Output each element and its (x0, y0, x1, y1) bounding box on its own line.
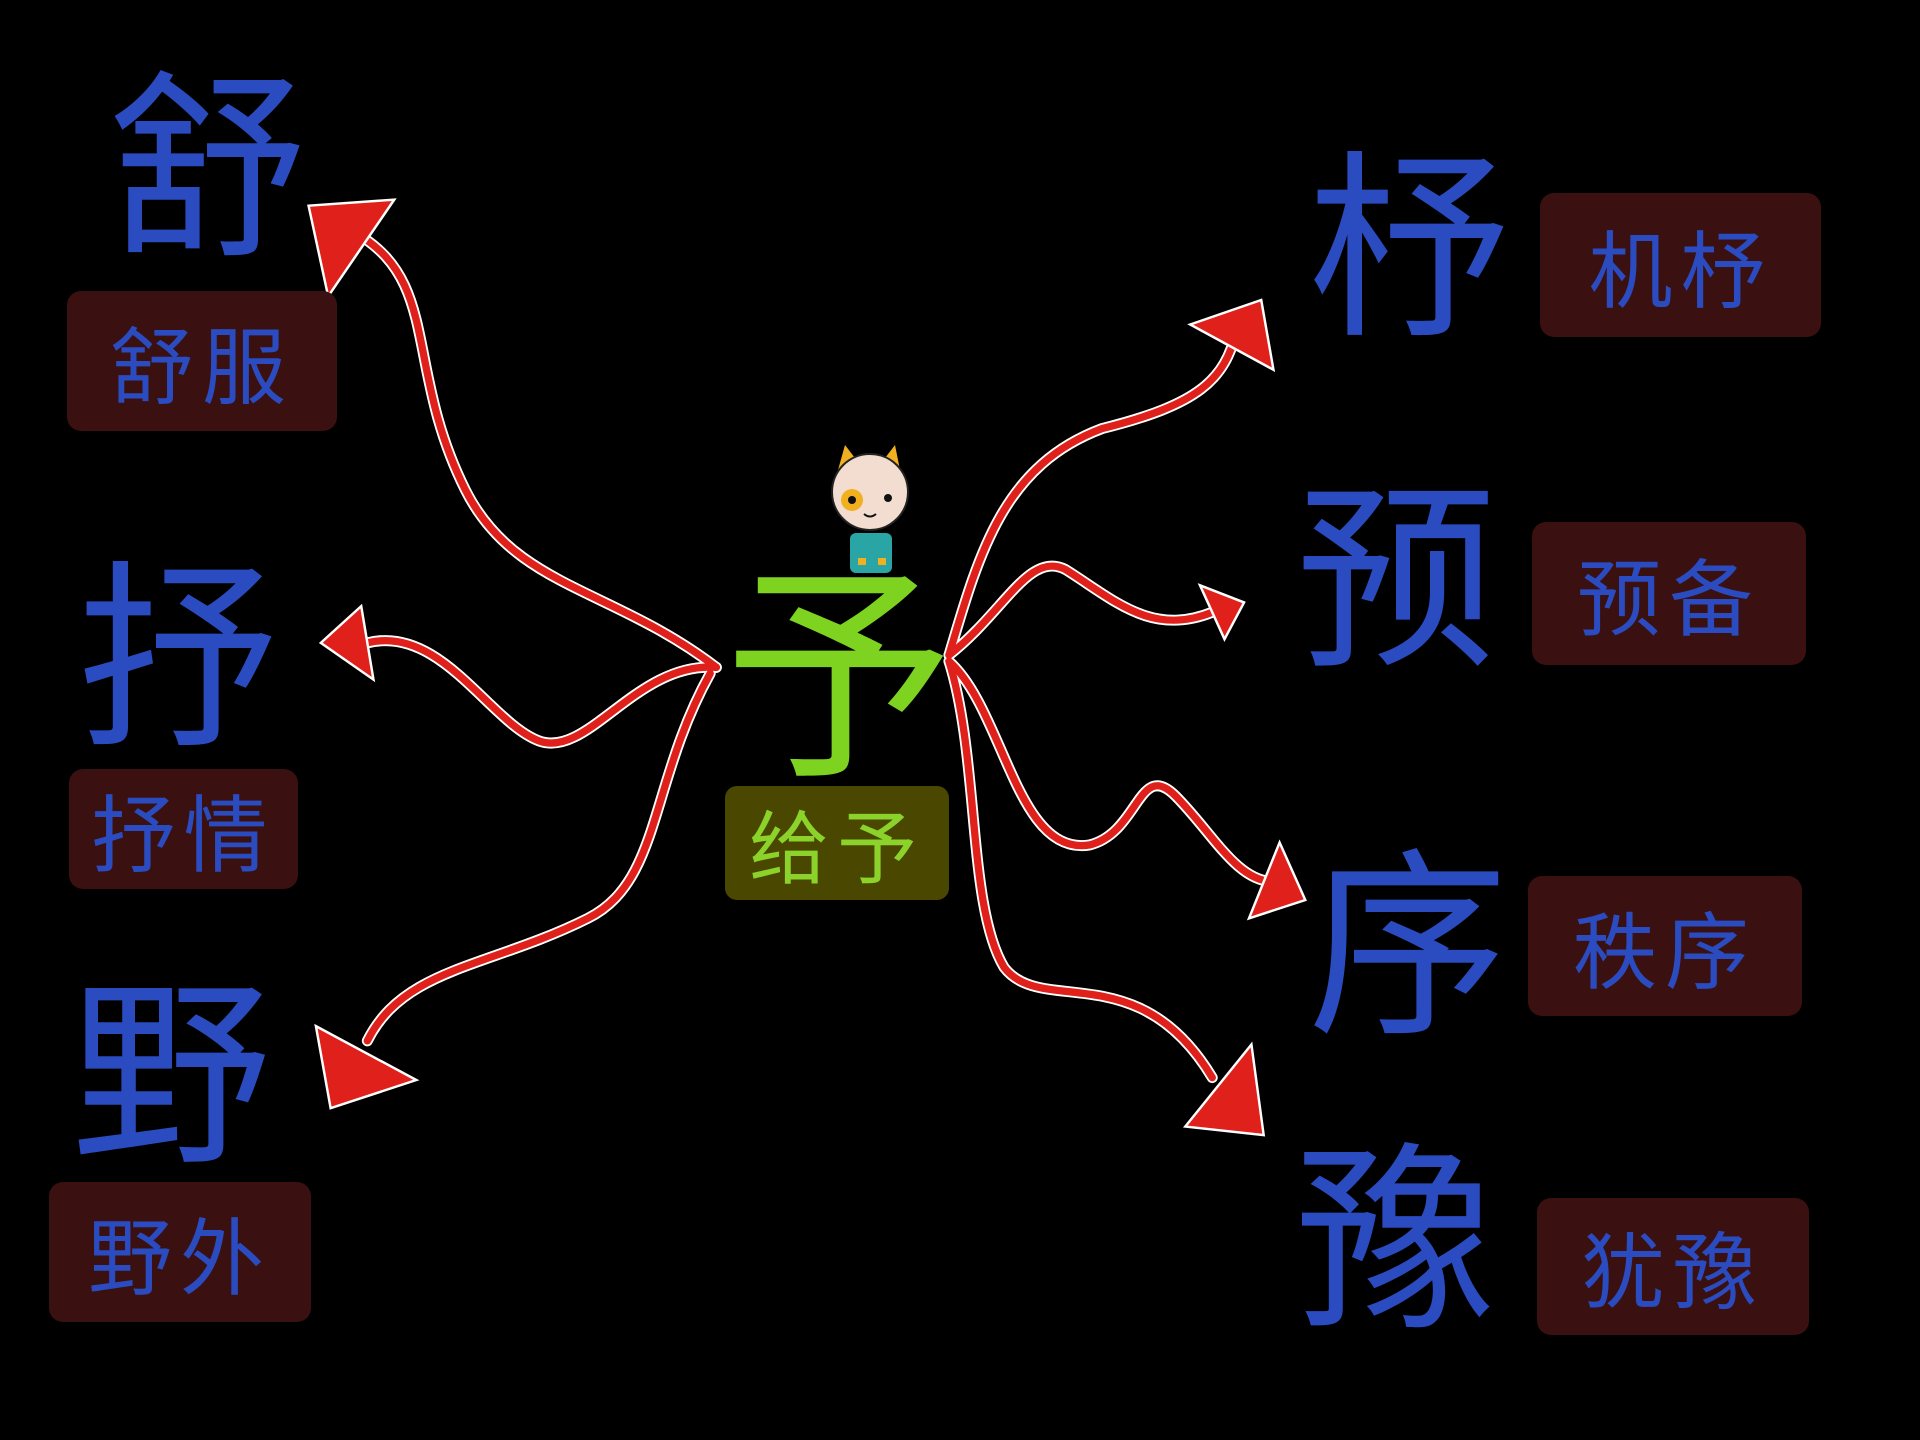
char-ye: 野 (70, 961, 272, 1194)
arrowhead (1187, 298, 1276, 373)
word-box-yewai: 野外 (49, 1182, 311, 1322)
word-box-zhixu: 秩序 (1528, 876, 1802, 1016)
center-word-box: 给予 (725, 786, 949, 900)
char-shu2: 抒 (77, 544, 279, 777)
arrow-zhu (945, 326, 1241, 659)
word-box-yubei: 预备 (1532, 522, 1806, 665)
char-xu: 序 (1307, 832, 1509, 1065)
char-shu: 舒 (107, 54, 309, 287)
arrow-ye (363, 669, 714, 1045)
char-yu2: 豫 (1295, 1126, 1497, 1359)
arrowhead (318, 603, 376, 683)
arrowhead (1246, 839, 1307, 921)
word-box-jizhu: 机杼 (1540, 193, 1821, 337)
arrowhead (314, 1023, 420, 1110)
arrow-shu (351, 228, 720, 672)
char-zhu: 杼 (1307, 134, 1509, 367)
arrowhead (307, 198, 397, 300)
word-box-youyu: 犹豫 (1537, 1198, 1809, 1335)
arrow-yu (945, 562, 1216, 659)
cat-mascot-icon (831, 445, 909, 573)
word-box-shuqing: 抒情 (69, 769, 298, 889)
arrowhead (1182, 1041, 1266, 1137)
word-box-shufu: 舒服 (67, 291, 337, 431)
char-yu: 预 (1295, 465, 1497, 698)
arrow-yu2 (945, 657, 1216, 1082)
arrowhead (1197, 583, 1246, 642)
center-char: 予 (723, 546, 955, 813)
arrow-shu2 (363, 637, 720, 747)
arrow-xu (945, 657, 1278, 886)
